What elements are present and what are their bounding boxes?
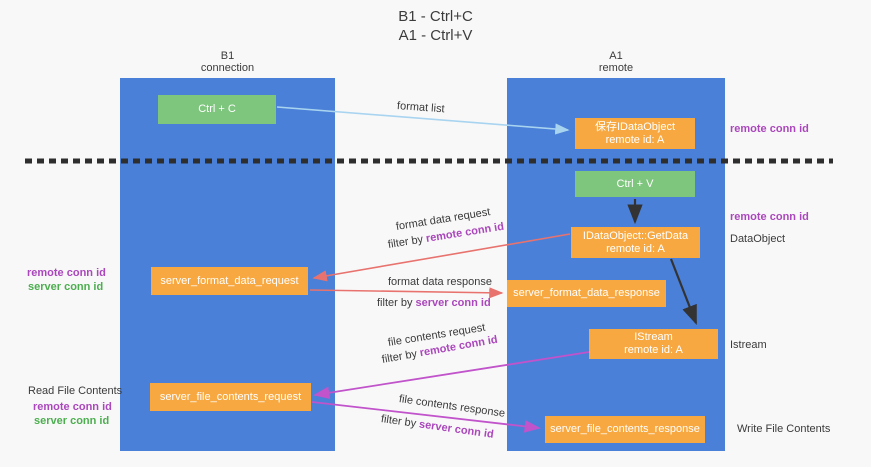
left-column-header: B1 connection: [120, 50, 335, 74]
server-conn-id-label-left-1: server conn id: [28, 281, 104, 293]
server-file-contents-request-box: server_file_contents_request: [150, 383, 311, 411]
ctrl-c-box: Ctrl + C: [158, 95, 276, 124]
read-file-contents-label: Read File Contents: [28, 385, 123, 397]
server-format-data-request-label: server_format_data_request: [160, 274, 299, 287]
remote-conn-id-label-top-right: remote conn id: [730, 123, 809, 135]
save-idataobject-box: 保存IDataObject remote id: A: [575, 118, 695, 149]
idataobject-getdata-box: IDataObject::GetData remote id: A: [571, 227, 700, 258]
istream-line2: remote id: A: [624, 344, 683, 356]
server-conn-id-inline: server conn id: [418, 418, 495, 441]
format-data-response-arrow: [309, 287, 504, 299]
format-data-response-label: format data response: [388, 276, 492, 288]
diagram-title: B1 - Ctrl+C A1 - Ctrl+V: [0, 7, 871, 45]
remote-conn-id-label-mid-right: remote conn id: [730, 211, 809, 223]
istream-box: IStream remote id: A: [589, 329, 718, 359]
remote-conn-id-label-left-1: remote conn id: [27, 267, 106, 279]
format-list-label: format list: [396, 100, 445, 116]
istream-side-label: Istream: [730, 339, 767, 351]
filter-by-text: filter by: [380, 413, 417, 430]
filter-by-text: filter by: [380, 347, 418, 366]
server-format-data-request-box: server_format_data_request: [151, 267, 308, 295]
ctrl-v-box: Ctrl + V: [575, 171, 695, 197]
save-idataobject-line2: remote id: A: [605, 133, 665, 146]
server-file-contents-request-label: server_file_contents_request: [159, 390, 302, 403]
title-line-1: B1 - Ctrl+C: [398, 8, 473, 25]
file-contents-response-label: file contents response: [398, 393, 506, 420]
filter-by-text: filter by: [377, 297, 413, 309]
remote-conn-id-label-left-2: remote conn id: [33, 401, 112, 413]
save-idataobject-line1: 保存IDataObject: [594, 120, 676, 133]
filter-by-text: filter by: [387, 233, 424, 251]
write-file-contents-label: Write File Contents: [737, 423, 831, 435]
server-format-data-response-box: server_format_data_response: [507, 280, 666, 307]
idataobject-getdata-line2: remote id: A: [606, 242, 665, 255]
right-column-name: A1: [609, 50, 623, 62]
left-column-role: connection: [200, 62, 255, 74]
server-conn-id-label-left-2: server conn id: [34, 415, 110, 427]
ctrl-v-label: Ctrl + V: [616, 177, 654, 190]
dataobject-label: DataObject: [730, 233, 786, 245]
istream-line1: IStream: [634, 331, 673, 343]
server-file-contents-response-label: server_file_contents_response: [550, 423, 700, 435]
server-conn-id-inline: server conn id: [415, 297, 491, 309]
left-column-name: B1: [220, 50, 235, 62]
ctrl-c-label: Ctrl + C: [198, 103, 236, 115]
file-response-filter-label: filter byserver conn id: [380, 413, 494, 441]
right-column-header: A1 remote: [507, 50, 725, 74]
idataobject-getdata-line1: IDataObject::GetData: [582, 229, 689, 242]
server-file-contents-response-box: server_file_contents_response: [545, 416, 705, 443]
server-format-data-response-label: server_format_data_response: [513, 287, 660, 299]
right-column-role: remote: [598, 62, 634, 74]
title-line-2: A1 - Ctrl+V: [398, 27, 473, 44]
